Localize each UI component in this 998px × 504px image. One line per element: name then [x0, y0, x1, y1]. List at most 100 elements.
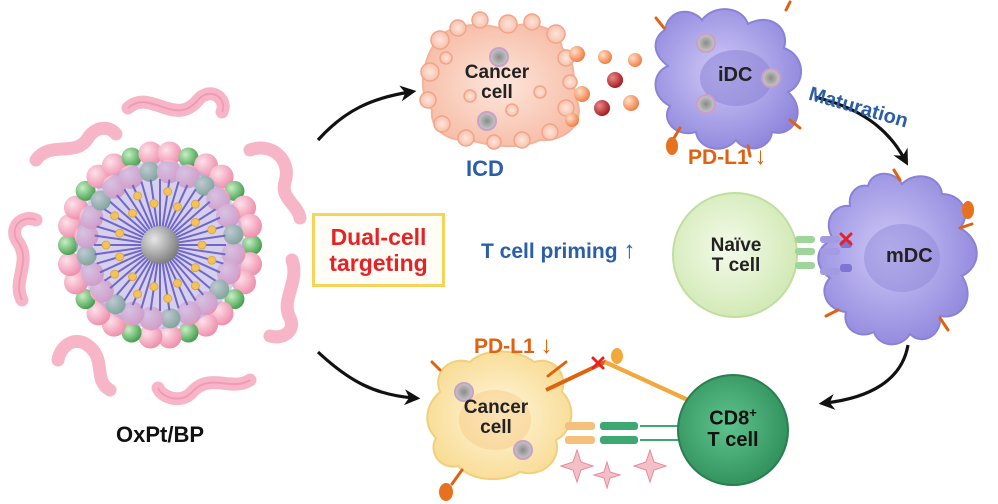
membrane-bleb — [439, 51, 453, 65]
yellow-bead — [128, 208, 137, 218]
spoke — [164, 261, 180, 309]
label-pdl1-bottom: PD-L1 ↓ — [474, 333, 553, 358]
cd8-text: CD8 — [709, 407, 750, 430]
spoke — [177, 246, 226, 256]
pdl1-bottom-text: PD-L1 — [474, 335, 535, 358]
idc-cell — [654, 0, 802, 158]
spoke — [99, 216, 145, 239]
green-sphere — [121, 322, 142, 343]
membrane-bleb — [430, 30, 450, 50]
mini-nanoparticle — [477, 111, 497, 131]
cancer-cell-top — [419, 11, 580, 150]
spoke — [109, 256, 148, 289]
up-arrow-icon: ↑ — [623, 237, 636, 264]
mini-nanoparticle — [454, 382, 474, 402]
block-x-icon — [591, 356, 605, 370]
pdl1-receptors — [654, 0, 802, 158]
immune-synapse-top — [795, 232, 853, 275]
mini-nanoparticle — [761, 68, 781, 88]
yellow-bead — [190, 217, 200, 227]
membrane-bleb — [541, 123, 559, 141]
membrane-bleb — [498, 14, 518, 34]
yellow-bead — [110, 211, 119, 221]
cancer-bot-line-1: Cancer — [463, 397, 529, 418]
spoke — [177, 234, 226, 244]
spoke — [140, 261, 156, 309]
spoke — [168, 188, 197, 231]
spoke — [94, 234, 143, 244]
spoke — [94, 246, 143, 256]
label-naive-t-cell: Naïve T cell — [700, 236, 772, 276]
naive-t-cell — [672, 192, 798, 318]
membrane-bleb — [505, 103, 519, 117]
mini-nanoparticle — [696, 33, 716, 53]
yellow-bead — [115, 228, 125, 238]
t-priming-text: T cell priming — [481, 240, 618, 263]
down-arrow-icon: ↓ — [754, 143, 767, 170]
green-sphere — [178, 322, 199, 343]
yellow-bead — [133, 289, 142, 299]
yellow-bead — [149, 199, 159, 208]
membrane-bleb — [513, 131, 531, 149]
arrow-to-cd8 — [818, 344, 910, 410]
yellow-bead — [197, 240, 207, 250]
cancer-cell-bottom — [426, 350, 573, 501]
yellow-bead — [163, 294, 173, 303]
mini-nanoparticle — [696, 94, 716, 114]
membrane-bleb — [533, 85, 547, 99]
pink-sphere — [237, 213, 262, 238]
pink-sphere — [58, 252, 83, 277]
pdl1-pd1-link — [545, 348, 689, 402]
yellow-bead — [190, 263, 200, 273]
green-sphere — [242, 235, 262, 255]
dual-line-2: targeting — [329, 250, 428, 276]
yellow-bead — [163, 187, 173, 196]
spoke — [175, 251, 221, 274]
cd8-t-cell — [677, 374, 789, 486]
membrane-bleb — [486, 134, 502, 150]
membrane-bleb — [546, 24, 566, 44]
membrane-bleb — [420, 62, 440, 82]
membrane-bleb — [471, 11, 489, 29]
green-sphere — [224, 289, 245, 310]
membrane-bleb — [463, 89, 477, 103]
label-cancer-cell-bottom: Cancer cell — [453, 398, 539, 438]
yellow-bead — [207, 255, 217, 265]
cancer-top-line-2: cell — [481, 81, 513, 103]
mini-nanoparticle — [489, 47, 509, 67]
spoke — [168, 259, 197, 302]
core-sphere — [141, 226, 179, 264]
pdl1-receptors-mdc — [824, 168, 974, 332]
pink-sphere — [157, 141, 182, 166]
cd8-line-2: T cell — [707, 428, 759, 451]
arrow-to-cancer-bottom — [316, 350, 421, 406]
pink-sphere — [138, 324, 163, 349]
naive-line-1: Naïve — [710, 235, 762, 256]
cancer-bot-line-2: cell — [480, 416, 512, 438]
arrow-to-icd — [316, 85, 417, 142]
green-sphere — [75, 180, 96, 201]
membrane-bleb — [433, 115, 451, 133]
pink-sphere — [138, 141, 163, 166]
damp-particles — [565, 46, 642, 127]
membrane-bleb — [419, 91, 437, 109]
spoke — [172, 256, 211, 289]
receptor-bulb — [962, 201, 974, 219]
spoke — [123, 188, 152, 231]
label-oxpt-bp: OxPt/BP — [115, 422, 205, 447]
yellow-bead — [173, 278, 182, 288]
spoke — [99, 251, 145, 274]
membrane-bleb — [457, 129, 475, 147]
cd8-line-1: CD8+ — [693, 406, 773, 430]
dual-cell-targeting-box: Dual-cell targeting — [312, 213, 445, 287]
dual-line-1: Dual-cell — [330, 223, 427, 250]
spoke — [140, 181, 156, 229]
yellow-bead — [207, 225, 217, 235]
spoke — [123, 259, 152, 302]
label-t-cell-priming: T cell priming ↑ — [481, 238, 635, 263]
yellow-bead — [128, 272, 137, 282]
spoke — [109, 201, 148, 234]
down-arrow-icon: ↓ — [540, 332, 553, 359]
yellow-bead — [149, 282, 159, 291]
